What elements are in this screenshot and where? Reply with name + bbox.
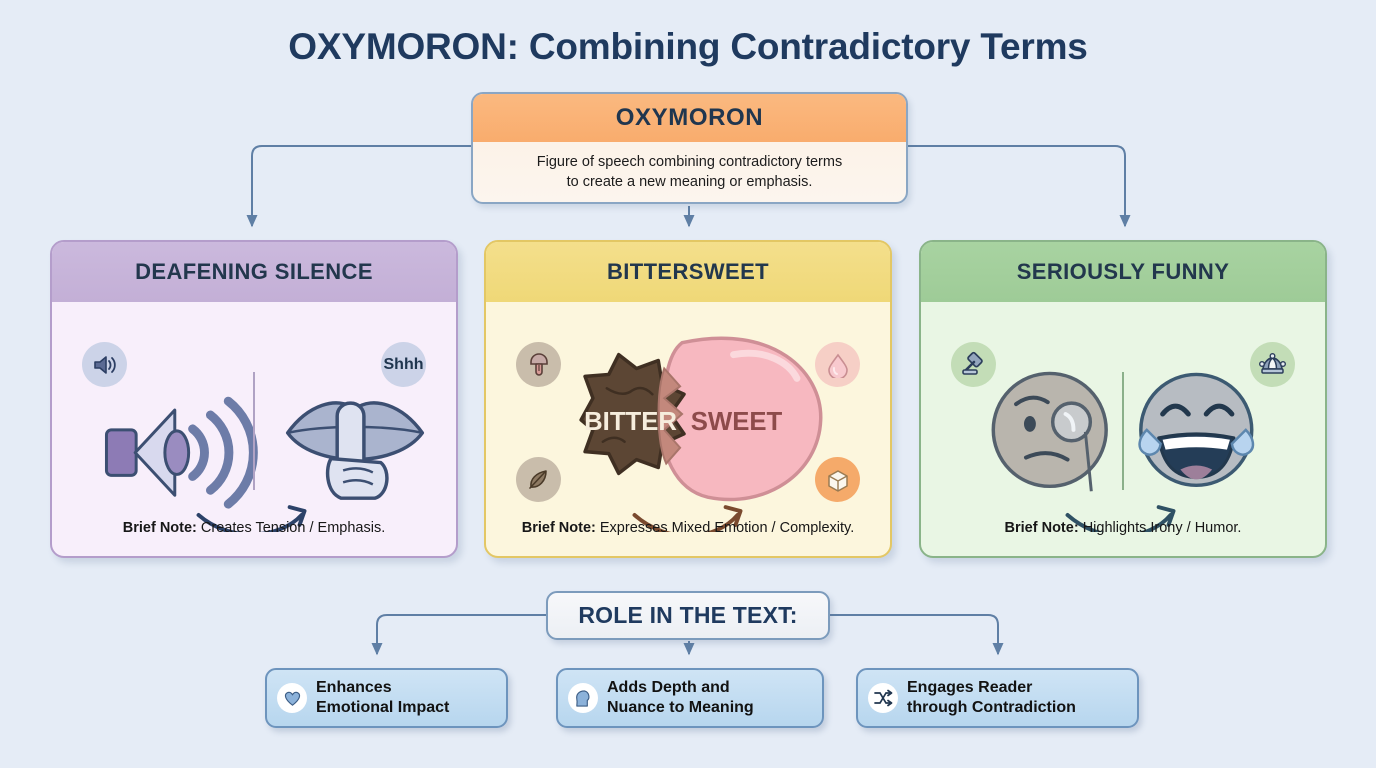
- card-body: BITTER SWEET: [486, 302, 890, 556]
- card-note: Brief Note: Expresses Mixed Emotion / Co…: [486, 520, 890, 536]
- example-card-deafening-silence[interactable]: DEAFENING SILENCE: [50, 240, 458, 558]
- card-title: BITTERSWEET: [486, 242, 890, 302]
- role-item-enhances-emotional-impact[interactable]: Enhances Emotional Impact: [265, 668, 508, 728]
- card-illustration-bittersweet: BITTER SWEET: [579, 336, 823, 532]
- leaf-icon: [516, 457, 561, 502]
- shuffle-arrows-icon: [868, 683, 898, 713]
- role-item-label: Enhances Emotional Impact: [316, 678, 450, 716]
- head-profile-icon: [568, 683, 598, 713]
- card-title: DEAFENING SILENCE: [52, 242, 456, 302]
- card-note-text: Highlights Irony / Humor.: [1082, 520, 1242, 536]
- shhh-text-badge: Shhh: [381, 342, 426, 387]
- example-card-seriously-funny[interactable]: SERIOUSLY FUNNY: [919, 240, 1327, 558]
- card-body: Shhh Brief Note: Creates Tension / Empha…: [52, 302, 456, 556]
- role-in-text-heading[interactable]: ROLE IN THE TEXT:: [546, 591, 830, 640]
- card-illustration-seriously-funny: [991, 371, 1255, 532]
- jester-hat-icon: [1250, 342, 1295, 387]
- role-item-adds-depth-and-nuance[interactable]: Adds Depth and Nuance to Meaning: [556, 668, 824, 728]
- role-item-engages-reader[interactable]: Engages Reader through Contradiction: [856, 668, 1139, 728]
- card-note: Brief Note: Highlights Irony / Humor.: [921, 520, 1325, 536]
- card-body: Brief Note: Highlights Irony / Humor.: [921, 302, 1325, 556]
- speaker-loud-icon: [82, 342, 127, 387]
- role-item-label: Engages Reader through Contradiction: [907, 678, 1076, 716]
- card-title: SERIOUSLY FUNNY: [921, 242, 1325, 302]
- card-note-text: Creates Tension / Emphasis.: [200, 520, 386, 536]
- svg-text:BITTER: BITTER: [584, 408, 677, 436]
- root-description: Figure of speech combining contradictory…: [473, 142, 906, 202]
- root-description-line-1: Figure of speech combining contradictory…: [536, 154, 843, 171]
- card-divider: [253, 372, 255, 490]
- root-definition-box[interactable]: OXYMORON Figure of speech combining cont…: [471, 92, 908, 204]
- role-item-label: Adds Depth and Nuance to Meaning: [607, 678, 754, 716]
- sugar-cube-icon: [815, 457, 860, 502]
- heart-icon: [277, 683, 307, 713]
- droplet-icon: [815, 342, 860, 387]
- card-divider: [1122, 372, 1124, 490]
- card-note-text: Expresses Mixed Emotion / Complexity.: [599, 520, 855, 536]
- svg-text:SWEET: SWEET: [691, 408, 783, 436]
- card-note-label: Brief Note:: [122, 520, 197, 536]
- example-card-bittersweet[interactable]: BITTERSWEET BITTER SWEET: [484, 240, 892, 558]
- page-title: OXYMORON: Combining Contradictory Terms: [288, 26, 1088, 67]
- card-note-label: Brief Note:: [521, 520, 596, 536]
- shhh-label: Shhh: [383, 355, 424, 373]
- card-note: Brief Note: Creates Tension / Emphasis.: [52, 520, 456, 536]
- card-note-label: Brief Note:: [1004, 520, 1079, 536]
- tongue-icon: [516, 342, 561, 387]
- root-title: OXYMORON: [473, 94, 906, 142]
- root-description-line-2: to create a new meaning or emphasis.: [566, 174, 813, 190]
- gavel-icon: [951, 342, 996, 387]
